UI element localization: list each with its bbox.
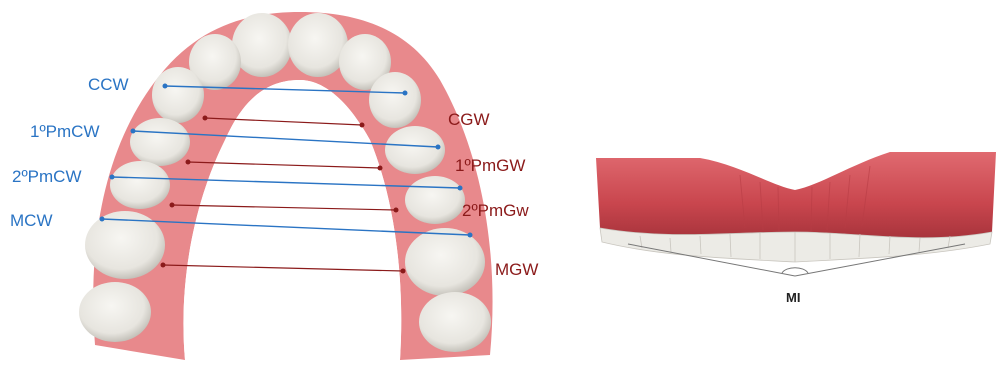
tooth-canine-left: [152, 67, 204, 123]
pm1-cw-point-left: [131, 129, 136, 134]
label-2pmcw: 2ºPmCW: [12, 168, 82, 185]
tooth-canine-right: [369, 72, 421, 128]
tooth-first-premolar-right: [385, 126, 445, 174]
pm2-gw-point-right: [394, 208, 399, 213]
pm1-gw-point-right: [378, 166, 383, 171]
tooth-first-premolar-left: [130, 118, 190, 166]
pm2-cw-point-left: [110, 175, 115, 180]
tooth-second-premolar-left: [110, 161, 170, 209]
frontal-arch-view: [596, 152, 996, 276]
tooth-central-incisor-left: [232, 13, 292, 77]
label-ccw: CCW: [88, 76, 129, 93]
pm2-cw-point-right: [458, 186, 463, 191]
tooth-central-incisor-right: [288, 13, 348, 77]
mcw-point-left: [100, 217, 105, 222]
mi-angle-arc: [782, 268, 808, 273]
cgw-point-left: [203, 116, 208, 121]
tooth-second-premolar-right: [405, 176, 465, 224]
tooth-second-molar-right: [419, 292, 491, 352]
label-mcw: MCW: [10, 212, 52, 229]
mcw-point-right: [468, 233, 473, 238]
frontal-gum: [596, 152, 996, 238]
label-2pmgw: 2ºPmGw: [462, 202, 529, 219]
mgw-point-left: [161, 263, 166, 268]
pm2-gw-point-left: [170, 203, 175, 208]
label-1pmcw: 1ºPmCW: [30, 123, 100, 140]
tooth-first-molar-right: [405, 228, 485, 296]
label-1pmgw: 1ºPmGW: [455, 157, 525, 174]
tooth-second-molar-left: [79, 282, 151, 342]
label-cgw: CGW: [448, 111, 490, 128]
label-mgw: MGW: [495, 261, 538, 278]
mgw-point-right: [401, 269, 406, 274]
label-mi: MI: [786, 290, 800, 305]
ccw-point-left: [163, 84, 168, 89]
cgw-point-right: [360, 123, 365, 128]
ccw-point-right: [403, 91, 408, 96]
pm1-cw-point-right: [436, 145, 441, 150]
pm1-gw-point-left: [186, 160, 191, 165]
